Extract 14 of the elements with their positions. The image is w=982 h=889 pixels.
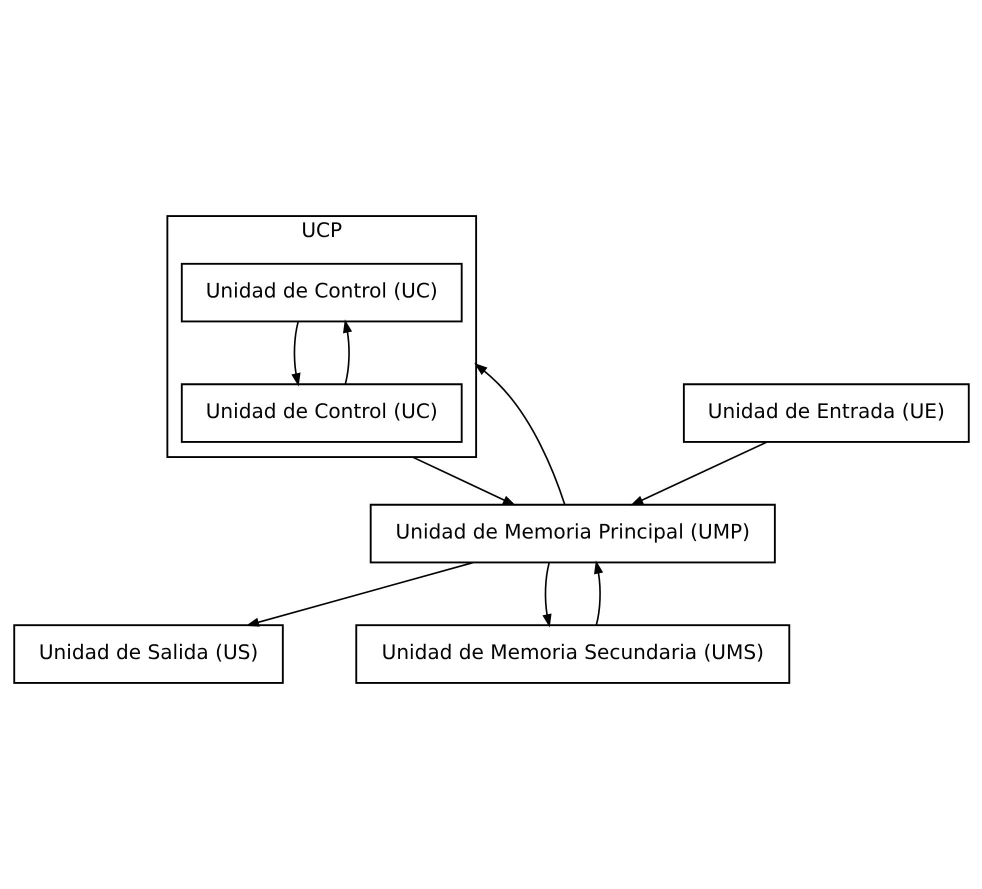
arrow bbox=[412, 456, 516, 506]
arrow bbox=[474, 362, 566, 505]
arrow bbox=[245, 562, 474, 627]
arrow bbox=[542, 562, 552, 628]
node-box: Unidad de Salida (US) bbox=[12, 624, 284, 684]
arrow bbox=[594, 560, 603, 626]
arrow bbox=[290, 322, 300, 387]
node-box: Unidad de Control (UC) bbox=[180, 262, 462, 322]
arrow bbox=[342, 319, 352, 384]
node-box: Unidad de Entrada (UE) bbox=[682, 383, 970, 443]
node-box: Unidad de Memoria Secundaria (UMS) bbox=[354, 624, 790, 684]
node-box: Unidad de Control (UC) bbox=[180, 383, 462, 443]
node-box: Unidad de Memoria Principal (UMP) bbox=[369, 504, 776, 564]
arrow bbox=[630, 441, 767, 506]
